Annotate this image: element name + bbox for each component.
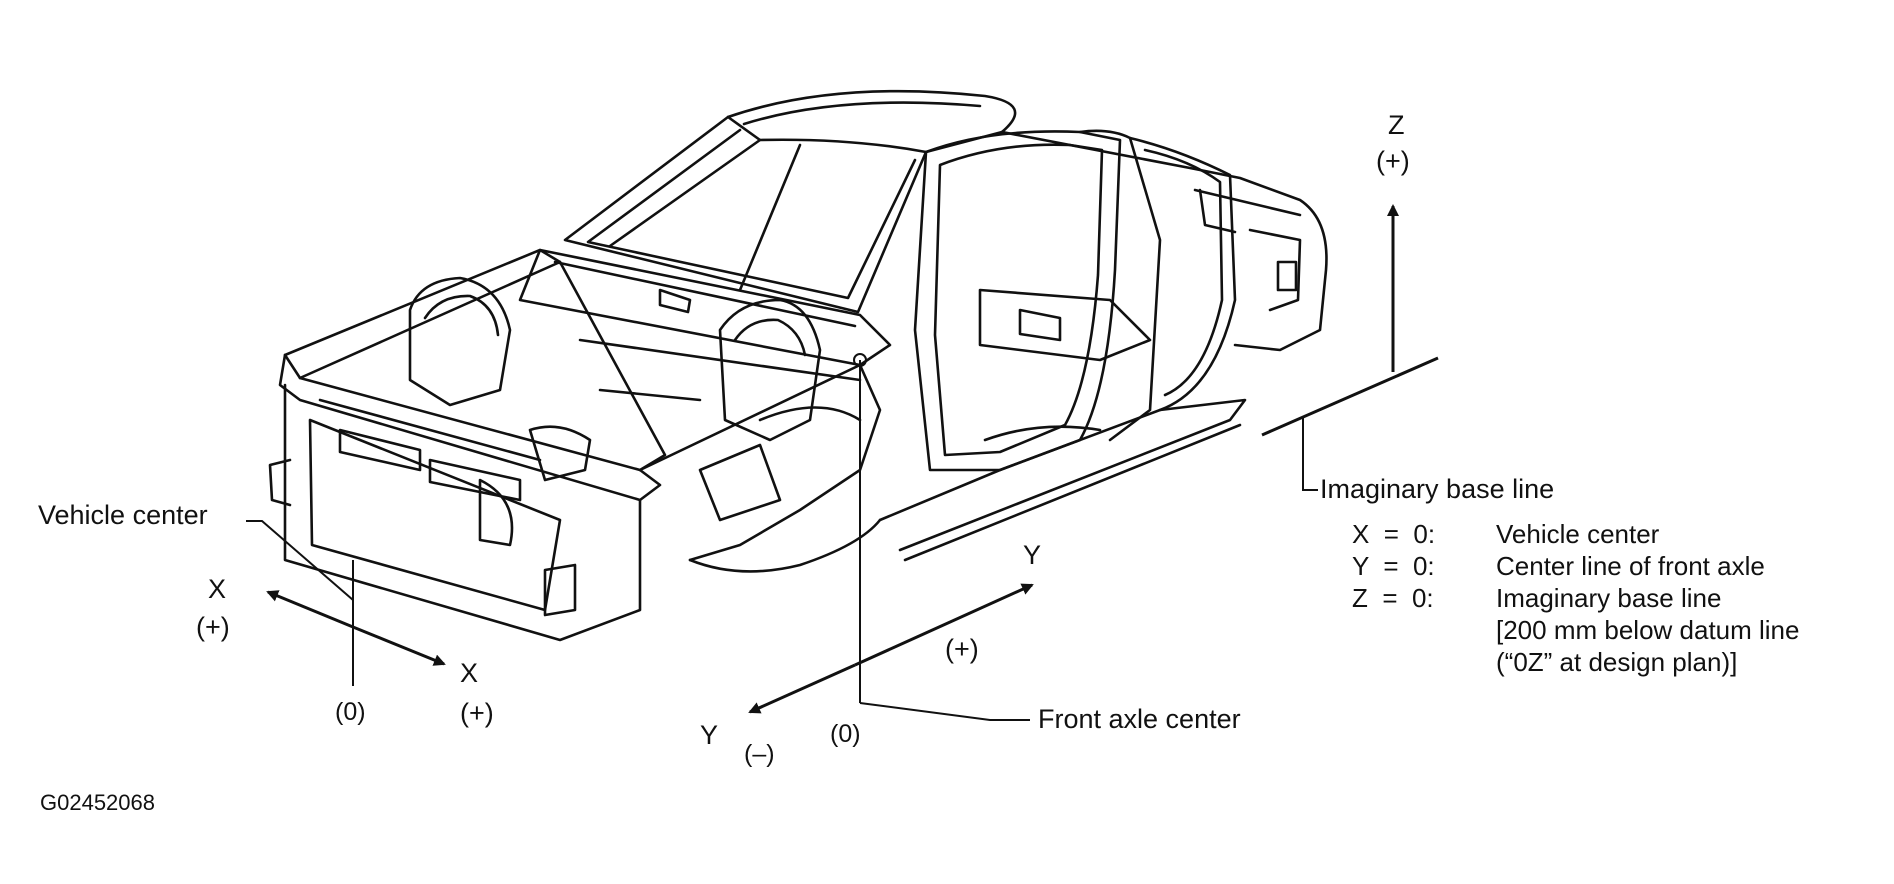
rear-quarter	[1000, 130, 1328, 352]
roof-panel	[726, 89, 1017, 154]
x-axis-arrow-left	[266, 590, 354, 629]
legend-row-x: X = 0: Vehicle center	[1352, 518, 1799, 550]
x-axis-arrow-right	[352, 625, 446, 666]
side-sill	[878, 398, 1247, 552]
x-axis-label-right: X	[460, 658, 479, 688]
front-door-opening	[913, 130, 1122, 472]
legend-text-z-note2: (“0Z” at design plan)]	[1496, 647, 1738, 677]
legend-row-z-note2: (“0Z” at design plan)]	[1352, 646, 1799, 678]
base-line-leader	[1302, 418, 1318, 491]
legend-key-spacer-2	[1352, 646, 1496, 678]
legend-text-y: Center line of front axle	[1496, 551, 1765, 581]
leader-lines	[246, 353, 1318, 721]
coordinate-axes	[266, 204, 1439, 714]
y-axis-arrow-left	[748, 663, 856, 714]
windshield-frame	[563, 115, 928, 314]
front-upper-rail	[283, 248, 562, 380]
z-axis-sign: (+)	[1376, 146, 1410, 176]
front-axle-center-label: Front axle center	[1038, 704, 1241, 734]
legend-row-z-note1: [200 mm below datum line	[1352, 614, 1799, 646]
figure-id: G02452068	[40, 790, 155, 815]
coordinate-legend: X = 0: Vehicle center Y = 0: Center line…	[1352, 518, 1799, 678]
strut-tower-right	[718, 298, 822, 442]
legend-row-y: Y = 0: Center line of front axle	[1352, 550, 1799, 582]
y-axis-sign-left: (–)	[744, 740, 775, 768]
vehicle-center-leader	[246, 520, 354, 601]
legend-key-x: X = 0:	[1352, 519, 1436, 549]
front-fender-apron	[638, 363, 882, 562]
legend-row-z: Z = 0: Imaginary base line	[1352, 582, 1799, 614]
strut-tower-left	[408, 276, 512, 407]
legend-text-z-note1: [200 mm below datum line	[1496, 615, 1800, 645]
cowl-panel	[518, 248, 892, 367]
rear-door-opening	[1128, 136, 1237, 412]
x-axis-sign-right: (+)	[460, 698, 494, 728]
imaginary-base-line	[1261, 356, 1439, 437]
legend-key-z: Z = 0:	[1352, 583, 1434, 613]
y-axis-label-left: Y	[700, 720, 719, 750]
y-zero-label: (0)	[830, 720, 861, 748]
front-axle-marker	[853, 353, 867, 367]
radiator-support	[283, 383, 642, 642]
vehicle-center-label: Vehicle center	[38, 500, 208, 530]
roof-inner	[742, 101, 982, 126]
y-axis-label-right: Y	[1023, 540, 1042, 570]
z-axis-label: Z	[1388, 110, 1405, 140]
b-pillar	[1078, 129, 1162, 442]
legend-text-x: Vehicle center	[1496, 519, 1660, 549]
car-body-illustration	[268, 89, 1328, 642]
legend-text-z: Imaginary base line	[1496, 583, 1722, 613]
x-axis-sign-left: (+)	[196, 612, 230, 642]
legend-key-y: Y = 0:	[1352, 551, 1435, 581]
y-axis-sign-right: (+)	[945, 634, 979, 664]
y-axis-arrow-right	[854, 583, 1034, 667]
legend-key-spacer-1	[1352, 614, 1496, 646]
x-axis-label-left: X	[208, 574, 227, 604]
imaginary-base-line-label: Imaginary base line	[1320, 474, 1555, 504]
x-zero-label: (0)	[335, 698, 366, 726]
front-axle-leader	[859, 702, 1030, 721]
